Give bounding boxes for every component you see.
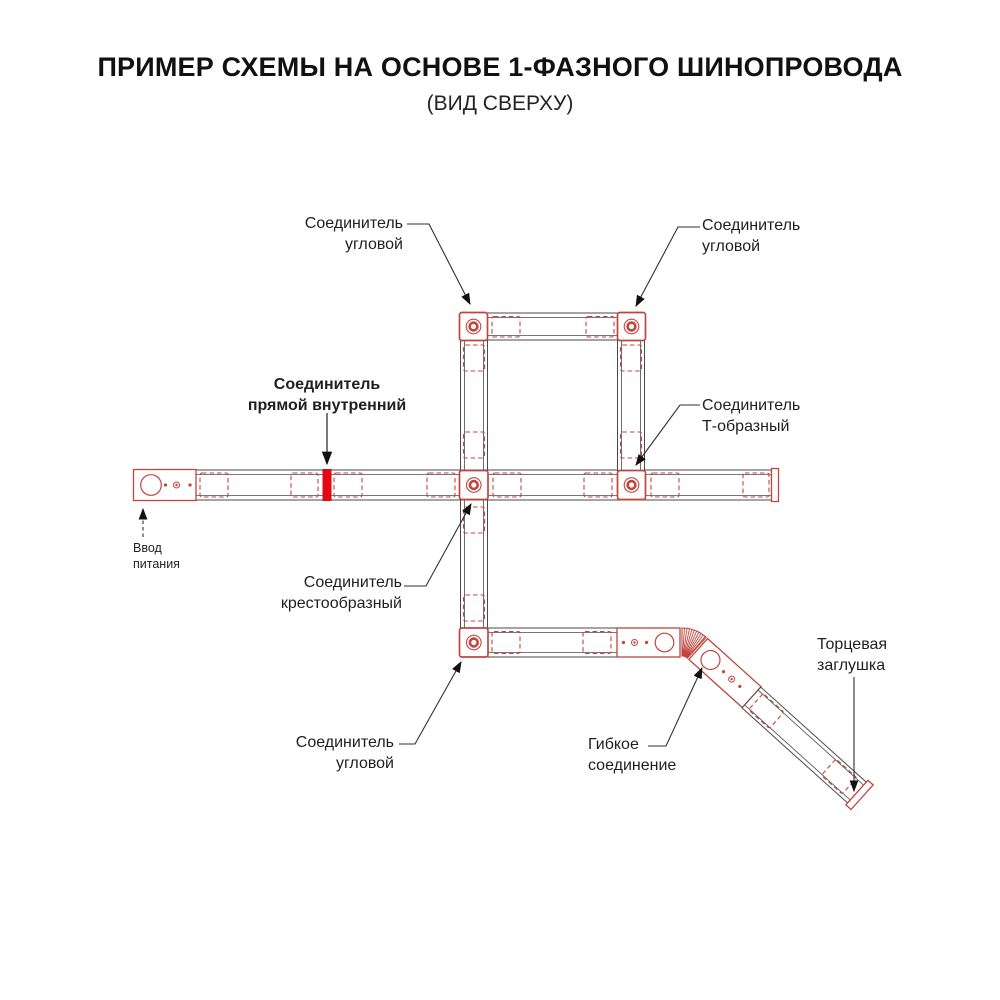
bottom-horizontal-track [487,627,618,658]
label-t-shaped: Соединитель Т-образный [702,397,801,436]
page-title: ПРИМЕР СХЕМЫ НА ОСНОВЕ 1-ФАЗНОГО ШИНОПРО… [97,52,903,82]
label-cross: Соединитель крестообразный [280,574,402,613]
diagonal-run [687,637,875,811]
label-end-cap: Торцевая заглушка [817,636,888,675]
leader-corner-top-right [635,226,700,307]
leader-t-shaped [635,404,700,466]
joint-marking-boxes [199,315,770,655]
leader-corner-top-left [407,223,471,305]
flexible-connector-start [616,627,681,658]
label-power-input: Ввод питания [133,541,180,572]
label-corner-top-left: Соединитель угловой [304,215,403,254]
straight-internal-connector-bar [322,469,332,501]
corner-connector-top-right [616,311,647,342]
lower-vertical-track [460,499,488,629]
flexible-connector-bellows [681,627,707,659]
diagonal-track [741,686,867,804]
corner-connector-top-left [458,311,489,342]
t-connector [616,469,647,501]
label-straight-internal: Соединитель прямой внутренний [247,376,407,415]
leader-corner-bottom [399,661,462,745]
end-cap [844,779,875,811]
label-flexible: Гибкое соединение [588,736,677,775]
page-subtitle: (ВИД СВЕРХУ) [426,92,574,115]
left-vertical-track [460,339,488,471]
leader-flexible [648,667,703,747]
label-corner-bottom: Соединитель угловой [295,734,394,773]
leader-cross [404,503,472,587]
end-cap-right-mid-track [770,467,780,503]
power-feed-unit [132,468,197,502]
label-corner-top-right: Соединитель угловой [702,217,801,256]
corner-connector-bottom [458,627,489,658]
right-vertical-track [617,339,645,472]
cross-connector [458,469,489,501]
